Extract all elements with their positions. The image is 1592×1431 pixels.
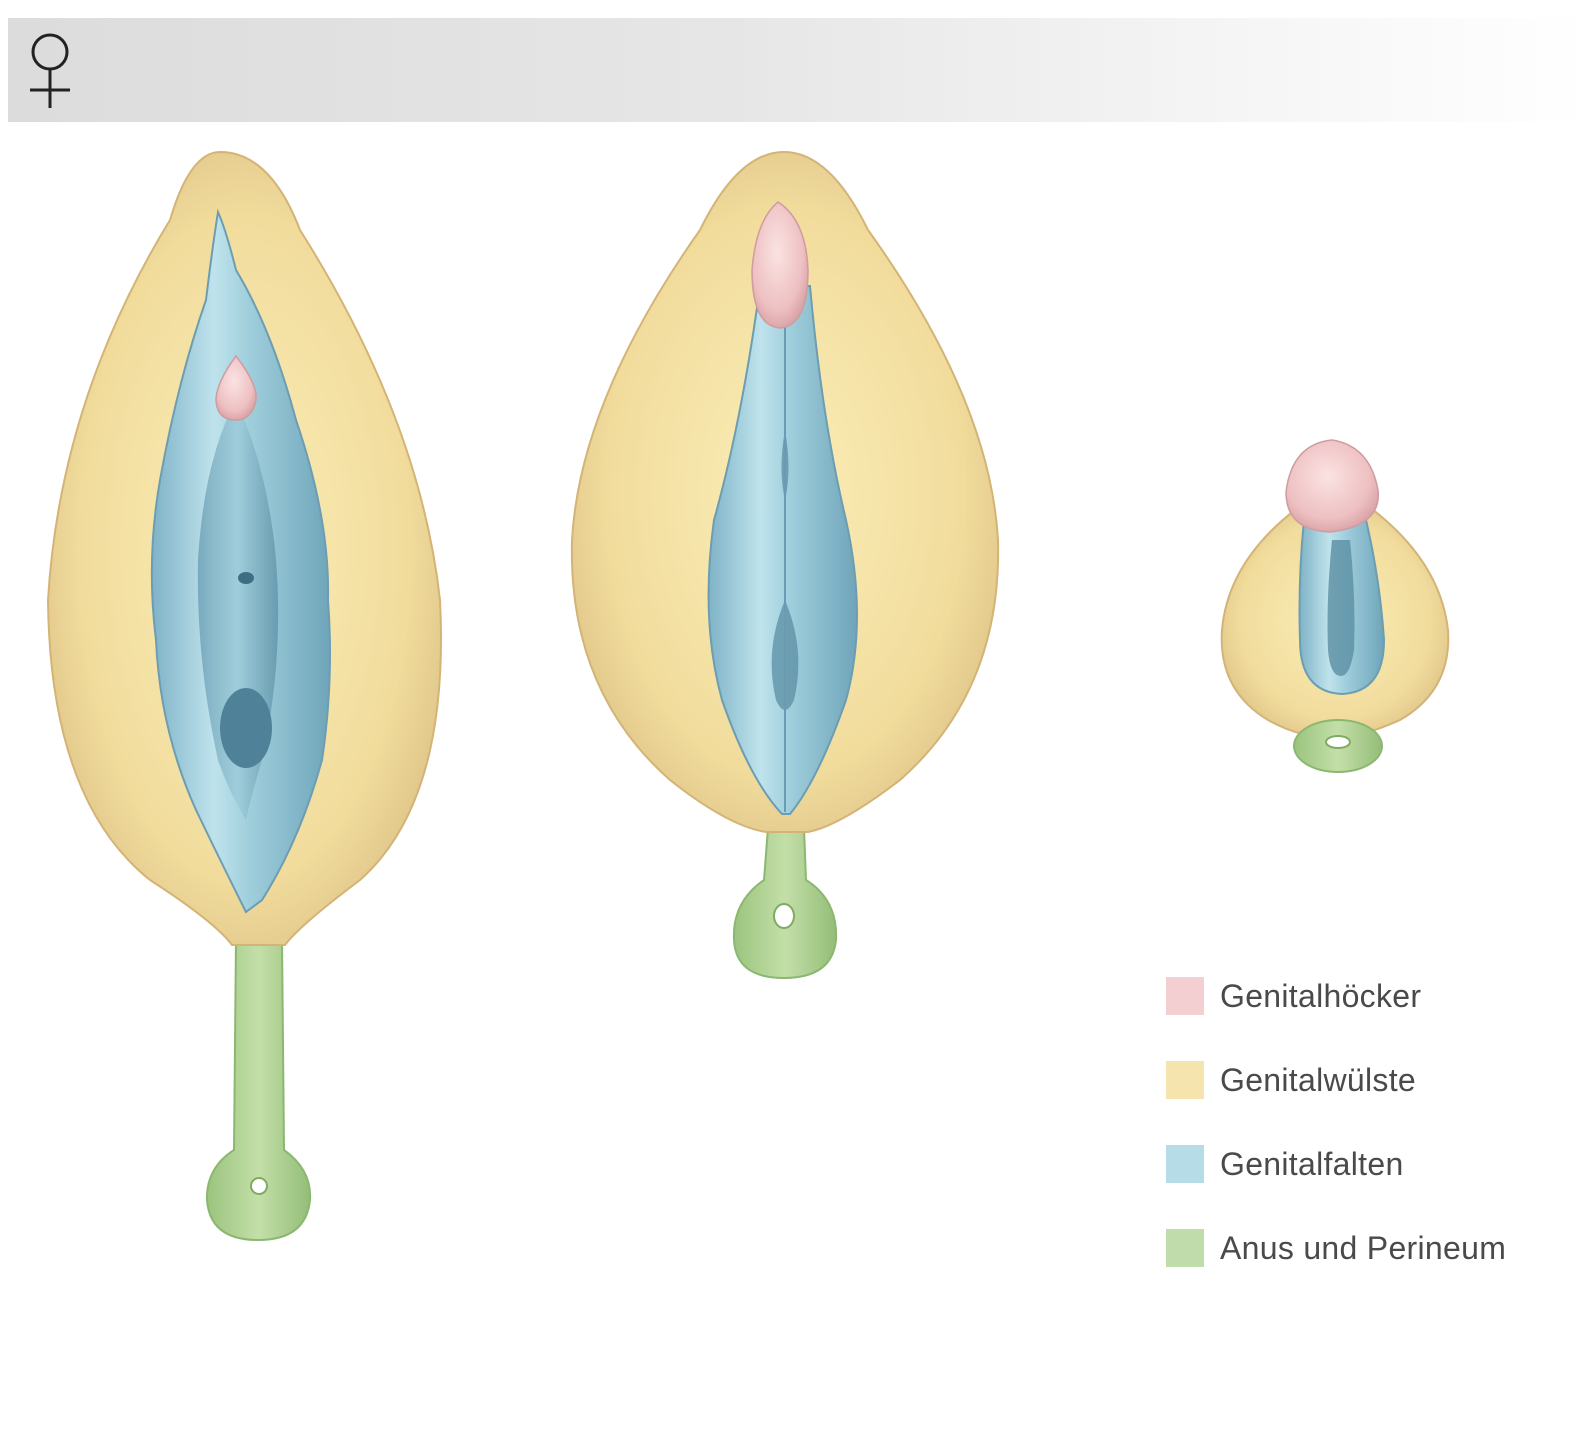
anus-opening <box>1325 735 1351 749</box>
female-venus-icon <box>30 33 70 108</box>
stage-intermediate <box>570 150 1000 980</box>
legend-item-genitalfalten: Genitalfalten <box>1166 1144 1576 1184</box>
legend-swatch <box>1166 1061 1204 1099</box>
legend-item-genitalhoecker: Genitalhöcker <box>1166 976 1576 1016</box>
urethral-groove <box>1327 540 1355 676</box>
legend-label: Genitalhöcker <box>1220 977 1422 1014</box>
legend: Genitalhöcker Genitalwülste Genitalfalte… <box>1166 976 1576 1312</box>
urethral-groove <box>771 430 799 710</box>
clitoris <box>215 354 257 421</box>
perineum-stalk <box>732 827 838 980</box>
stage-adult <box>46 150 442 1242</box>
perineum-stalk <box>205 939 312 1242</box>
urethral-opening <box>238 572 254 584</box>
genital-tubercle <box>1285 439 1379 533</box>
anus-opening <box>773 903 795 929</box>
stage-early <box>1220 439 1450 773</box>
legend-item-genitalwuelste: Genitalwülste <box>1166 1060 1576 1100</box>
anus-opening <box>250 1177 268 1195</box>
genital-tubercle <box>751 201 809 329</box>
header-bar <box>8 18 1592 122</box>
genital-folds <box>707 285 858 815</box>
legend-item-anus-perineum: Anus und Perineum <box>1166 1228 1576 1268</box>
legend-swatch <box>1166 1145 1204 1183</box>
legend-swatch <box>1166 1229 1204 1267</box>
legend-label: Anus und Perineum <box>1220 1229 1507 1266</box>
legend-label: Genitalfalten <box>1220 1145 1404 1182</box>
legend-swatch <box>1166 977 1204 1015</box>
legend-label: Genitalwülste <box>1220 1061 1416 1098</box>
vaginal-opening <box>220 688 272 768</box>
